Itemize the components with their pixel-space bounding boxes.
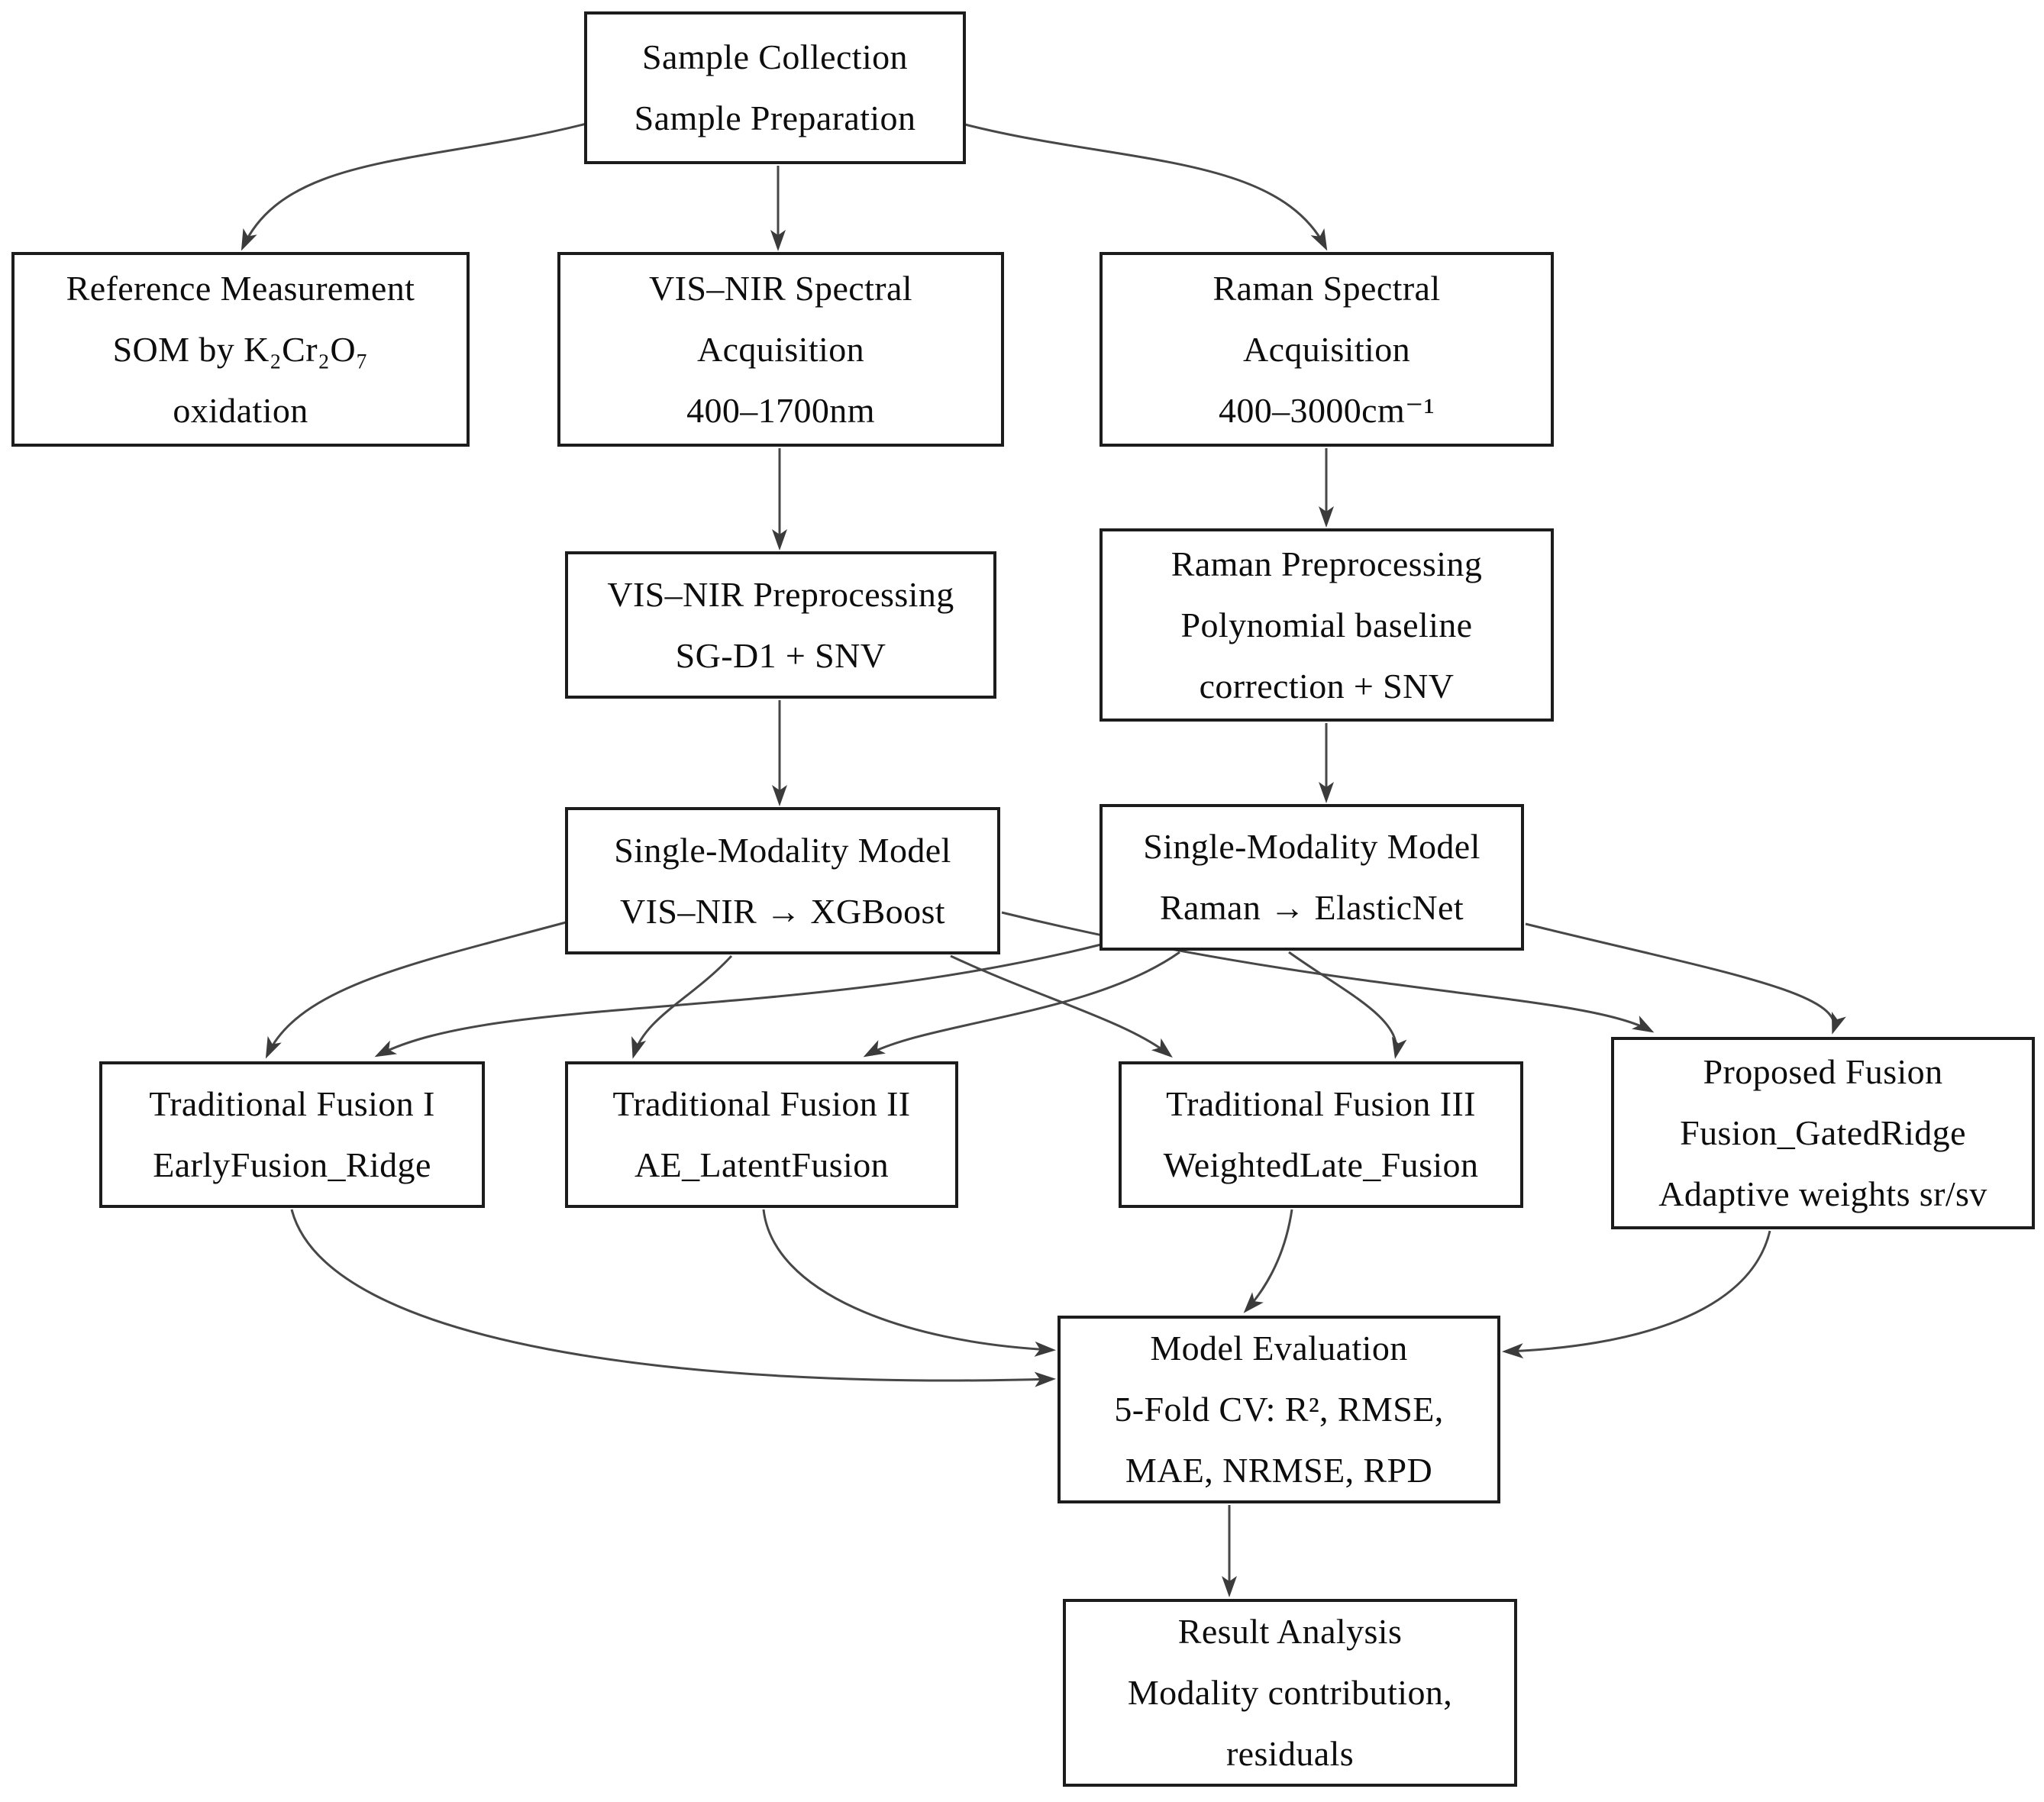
node-label-line: EarlyFusion_Ridge [153, 1145, 431, 1184]
edge-sample-reference [241, 122, 587, 251]
node-label-line: Traditional Fusion II [612, 1084, 911, 1123]
node-label-line: Raman Spectral [1213, 268, 1441, 308]
node-label-line: Sample Preparation [634, 98, 916, 137]
node-reference-measurement: Reference Measurement SOM by K₂Cr₂O₇ oxi… [11, 252, 470, 447]
node-single-modality-model-raman: Single-Modality Model Raman → ElasticNet [1099, 804, 1524, 951]
node-label-line: Fusion_GatedRidge [1680, 1113, 1966, 1152]
node-label-line: Result Analysis [1177, 1612, 1403, 1651]
node-raman-spectral-acquisition: Raman Spectral Acquisition 400–3000cm⁻¹ [1099, 252, 1554, 447]
node-label-line: Raman → ElasticNet [1159, 888, 1464, 927]
node-single-modality-model-visnir: Single-Modality Model VIS–NIR → XGBoost [565, 807, 1000, 954]
node-label-line: correction + SNV [1199, 666, 1455, 706]
node-traditional-fusion-3: Traditional Fusion III WeightedLate_Fusi… [1119, 1061, 1523, 1208]
node-label-line: Traditional Fusion I [149, 1084, 435, 1123]
node-label-line: SG-D1 + SNV [675, 635, 886, 675]
node-label-line: MAE, NRMSE, RPD [1125, 1451, 1433, 1490]
node-label-line: VIS–NIR Preprocessing [607, 574, 954, 614]
node-label-line: Proposed Fusion [1703, 1052, 1943, 1091]
node-label-line: Reference Measurement [66, 268, 415, 308]
node-sample-collection: Sample Collection Sample Preparation [584, 11, 966, 164]
node-label-line: Single-Modality Model [614, 830, 951, 870]
node-label-line: AE_LatentFusion [634, 1145, 890, 1184]
node-label-line: Traditional Fusion III [1166, 1084, 1476, 1123]
node-label-line: VIS–NIR → XGBoost [620, 891, 945, 931]
node-label-line: 400–1700nm [686, 390, 875, 430]
edge-fusion1-evaluation [290, 1209, 1056, 1387]
edge-model-visnir-fusion3 [950, 954, 1173, 1058]
node-visnir-preprocessing: VIS–NIR Preprocessing SG-D1 + SNV [565, 551, 996, 699]
edge-fusion2-evaluation [762, 1209, 1056, 1357]
edge-model-raman-fusion1 [374, 943, 1102, 1058]
node-traditional-fusion-1: Traditional Fusion I EarlyFusion_Ridge [99, 1061, 485, 1208]
edge-sample-raman-acquisition [961, 122, 1328, 251]
node-label-line: 400–3000cm⁻¹ [1218, 390, 1435, 430]
node-label-line: SOM by K₂Cr₂O₇ [112, 329, 369, 369]
edge-model-raman-proposed [1525, 922, 1846, 1035]
node-label-line: Modality contribution, [1127, 1673, 1453, 1712]
node-visnir-spectral-acquisition: VIS–NIR Spectral Acquisition 400–1700nm [557, 252, 1004, 447]
node-label-line: Model Evaluation [1150, 1329, 1408, 1368]
node-label-line: Polynomial baseline [1180, 605, 1473, 644]
node-label-line: Sample Collection [642, 37, 908, 76]
node-label-line: Adaptive weights sr/sv [1658, 1174, 1987, 1213]
node-traditional-fusion-2: Traditional Fusion II AE_LatentFusion [565, 1061, 958, 1208]
node-label-line: VIS–NIR Spectral [649, 268, 912, 308]
node-label-line: 5-Fold CV: R², RMSE, [1114, 1390, 1444, 1429]
node-label-line: WeightedLate_Fusion [1163, 1145, 1479, 1184]
edge-model-visnir-fusion1 [265, 921, 567, 1059]
node-label-line: Single-Modality Model [1143, 827, 1481, 866]
edge-proposed-evaluation [1502, 1230, 1771, 1359]
node-raman-preprocessing: Raman Preprocessing Polynomial baseline … [1099, 528, 1554, 722]
node-result-analysis: Result Analysis Modality contribution, r… [1063, 1599, 1517, 1787]
edge-model-raman-fusion2 [863, 951, 1180, 1058]
node-label-line: Raman Preprocessing [1171, 544, 1483, 583]
node-label-line: residuals [1225, 1734, 1355, 1773]
edge-model-raman-fusion3 [1288, 951, 1407, 1059]
edge-model-visnir-fusion2 [631, 954, 733, 1059]
node-label-line: Acquisition [1242, 329, 1411, 369]
node-label-line: oxidation [173, 390, 308, 430]
node-proposed-fusion: Proposed Fusion Fusion_GatedRidge Adapti… [1611, 1037, 2035, 1229]
edge-fusion3-evaluation [1243, 1209, 1293, 1313]
node-model-evaluation: Model Evaluation 5-Fold CV: R², RMSE, MA… [1058, 1316, 1500, 1503]
node-label-line: Acquisition [696, 329, 865, 369]
